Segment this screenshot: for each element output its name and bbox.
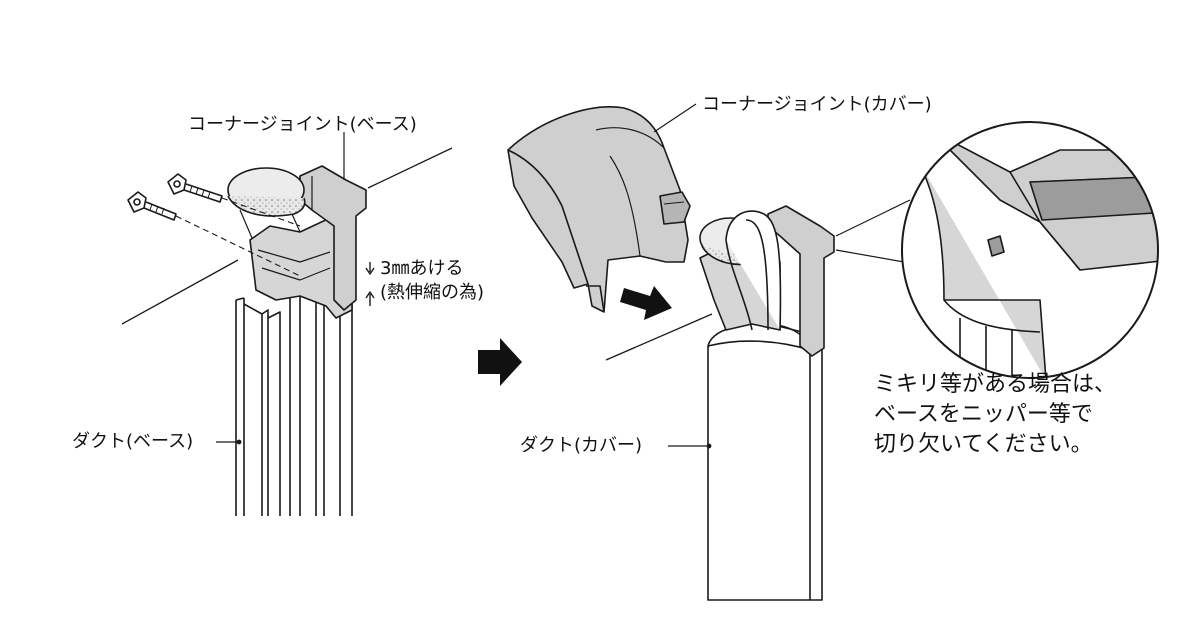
step-arrow bbox=[478, 338, 522, 386]
corner-joint-base-installed bbox=[699, 205, 835, 357]
label-corner-joint-cover: コーナージョイント(カバー) bbox=[702, 94, 932, 115]
right-figure bbox=[507, 103, 911, 601]
label-duct-cover: ダクト(カバー) bbox=[520, 435, 643, 456]
zoom-circle bbox=[901, 121, 1159, 379]
note-line: 切り欠いてください。 bbox=[874, 432, 1093, 457]
label-gap-3mm: 3㎜あける bbox=[380, 258, 464, 279]
screw-upper bbox=[167, 173, 223, 203]
screw-lower bbox=[127, 191, 177, 221]
screw-guide bbox=[175, 197, 301, 277]
zoom-callout-line bbox=[835, 249, 905, 263]
duct-base bbox=[235, 279, 353, 516]
label-duct-base: ダクト(ベース) bbox=[72, 431, 194, 452]
corner-joint-cover bbox=[507, 106, 691, 313]
wall-line bbox=[367, 147, 453, 189]
zoom-detail bbox=[901, 121, 1159, 379]
label-gap-reason: (熱伸縮の為) bbox=[380, 282, 485, 303]
corner-joint-base bbox=[227, 165, 367, 319]
left-figure bbox=[121, 132, 453, 516]
label-corner-joint-base: コーナージョイント(ベース) bbox=[188, 114, 417, 135]
leader-corner-cover bbox=[653, 103, 697, 133]
wall-line bbox=[121, 259, 239, 325]
wall-line bbox=[605, 313, 713, 361]
zoom-callout-line bbox=[835, 199, 911, 237]
duct-cover bbox=[707, 322, 823, 601]
cover-direction-arrow bbox=[620, 286, 672, 320]
note-line: ミキリ等がある場合は、 bbox=[874, 372, 1117, 397]
cutting-note: ミキリ等がある場合は、 ベースをニッパー等で 切り欠いてください。 bbox=[874, 370, 1116, 460]
note-line: ベースをニッパー等で bbox=[874, 402, 1093, 427]
gap-arrows bbox=[365, 262, 375, 306]
